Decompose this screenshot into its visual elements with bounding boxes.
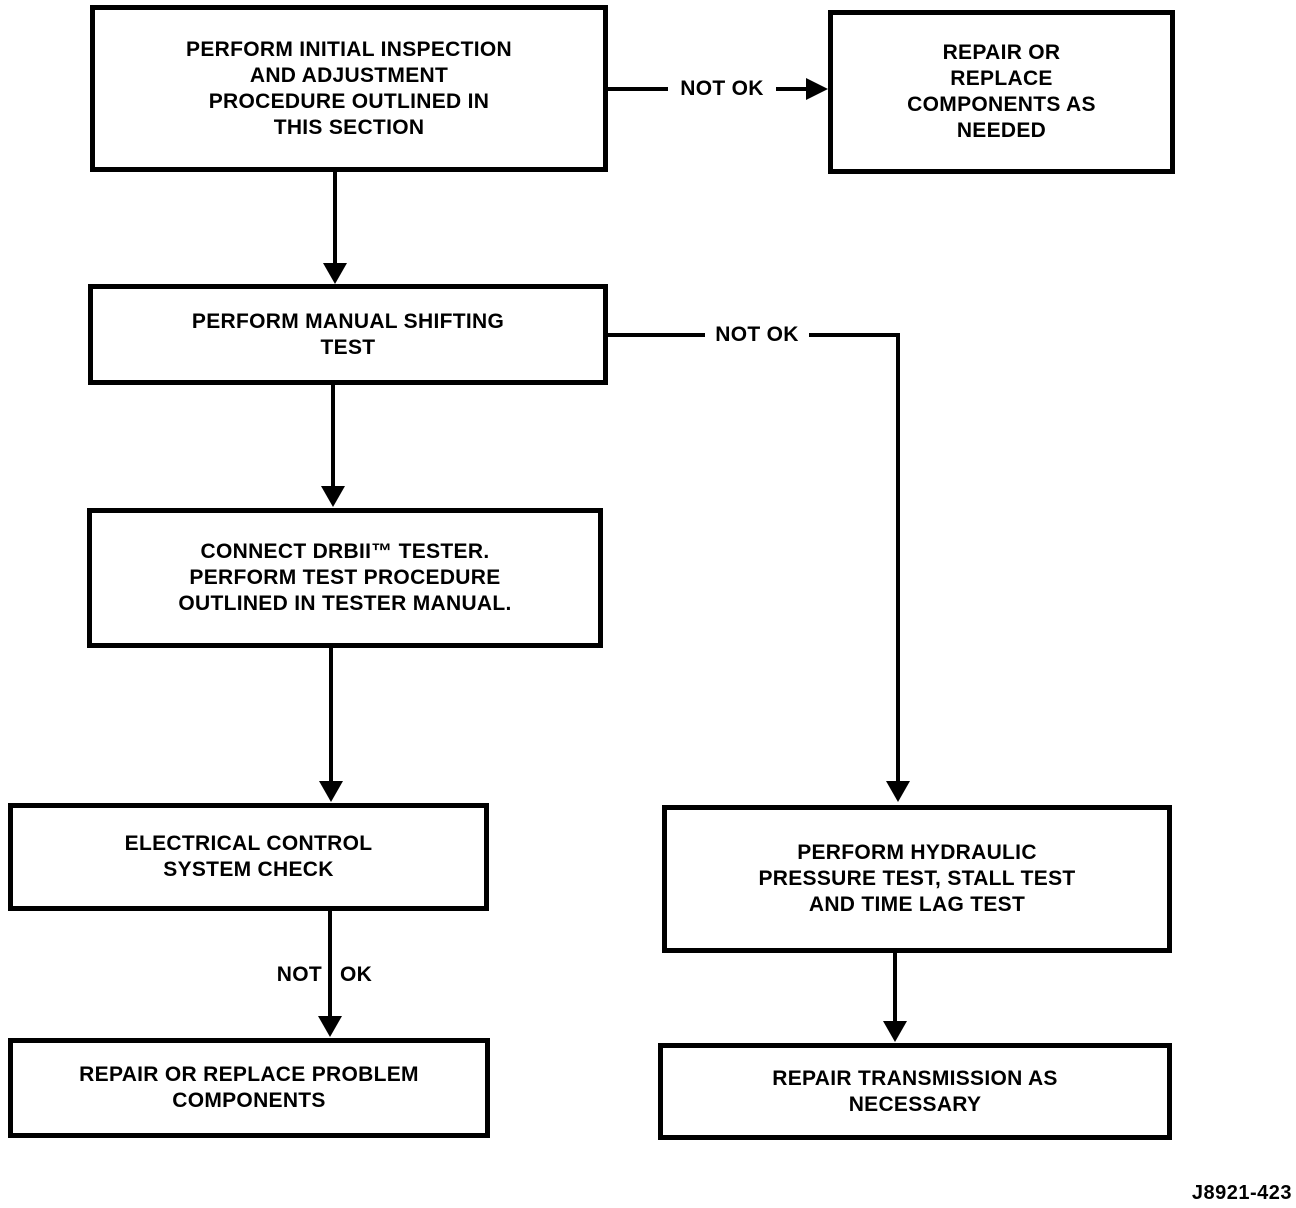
node-hydraulic-test-label: PERFORM HYDRAULIC PRESSURE TEST, STALL T… — [758, 841, 1076, 916]
connector-shifting-to-drbii — [331, 385, 335, 488]
node-electrical-check: ELECTRICAL CONTROL SYSTEM CHECK — [8, 803, 489, 911]
node-repair-components-label: REPAIR OR REPLACE COMPONENTS AS NEEDED — [907, 41, 1096, 142]
node-initial-inspection: PERFORM INITIAL INSPECTION AND ADJUSTMEN… — [90, 5, 608, 172]
node-connect-drbii-label: CONNECT DRBII™ TESTER. PERFORM TEST PROC… — [178, 540, 512, 615]
node-repair-problem-label: REPAIR OR REPLACE PROBLEM COMPONENTS — [79, 1063, 419, 1112]
edge-label-not-ok-electrical-ok: OK — [340, 963, 373, 986]
node-repair-problem: REPAIR OR REPLACE PROBLEM COMPONENTS — [8, 1038, 490, 1138]
node-initial-inspection-label: PERFORM INITIAL INSPECTION AND ADJUSTMEN… — [186, 37, 512, 139]
node-manual-shifting-label: PERFORM MANUAL SHIFTING TEST — [191, 309, 505, 359]
arrowhead-down-icon — [318, 1016, 342, 1037]
arrowhead-down-icon — [321, 486, 345, 507]
node-repair-transmission: REPAIR TRANSMISSION AS NECESSARY — [658, 1043, 1172, 1140]
node-connect-drbii: CONNECT DRBII™ TESTER. PERFORM TEST PROC… — [87, 508, 603, 648]
arrowhead-down-icon — [319, 781, 343, 802]
edge-label-not-ok-initial: NOT OK — [668, 76, 776, 102]
node-electrical-check-label: ELECTRICAL CONTROL SYSTEM CHECK — [124, 832, 373, 881]
node-manual-shifting: PERFORM MANUAL SHIFTING TEST — [88, 284, 608, 385]
connector-electrical-to-repairproblem — [328, 911, 332, 1018]
node-hydraulic-test: PERFORM HYDRAULIC PRESSURE TEST, STALL T… — [662, 805, 1172, 953]
node-repair-components: REPAIR OR REPLACE COMPONENTS AS NEEDED — [828, 10, 1175, 174]
edge-label-not-ok-shifting: NOT OK — [705, 322, 809, 348]
connector-initial-to-shifting — [333, 170, 337, 266]
figure-code: J8921-423 — [1191, 1182, 1292, 1204]
arrowhead-right-icon — [806, 78, 828, 100]
arrowhead-down-icon — [323, 263, 347, 284]
arrowhead-down-icon — [883, 1021, 907, 1042]
connector-drbii-to-electrical — [329, 648, 333, 783]
edge-label-not-ok-electrical-not: NOT — [276, 963, 322, 986]
arrowhead-down-icon — [886, 781, 910, 802]
connector-hydraulic-to-repairtrans — [893, 953, 897, 1023]
node-repair-transmission-label: REPAIR TRANSMISSION AS NECESSARY — [772, 1066, 1058, 1116]
connector-shifting-notok-vertical — [896, 333, 900, 783]
